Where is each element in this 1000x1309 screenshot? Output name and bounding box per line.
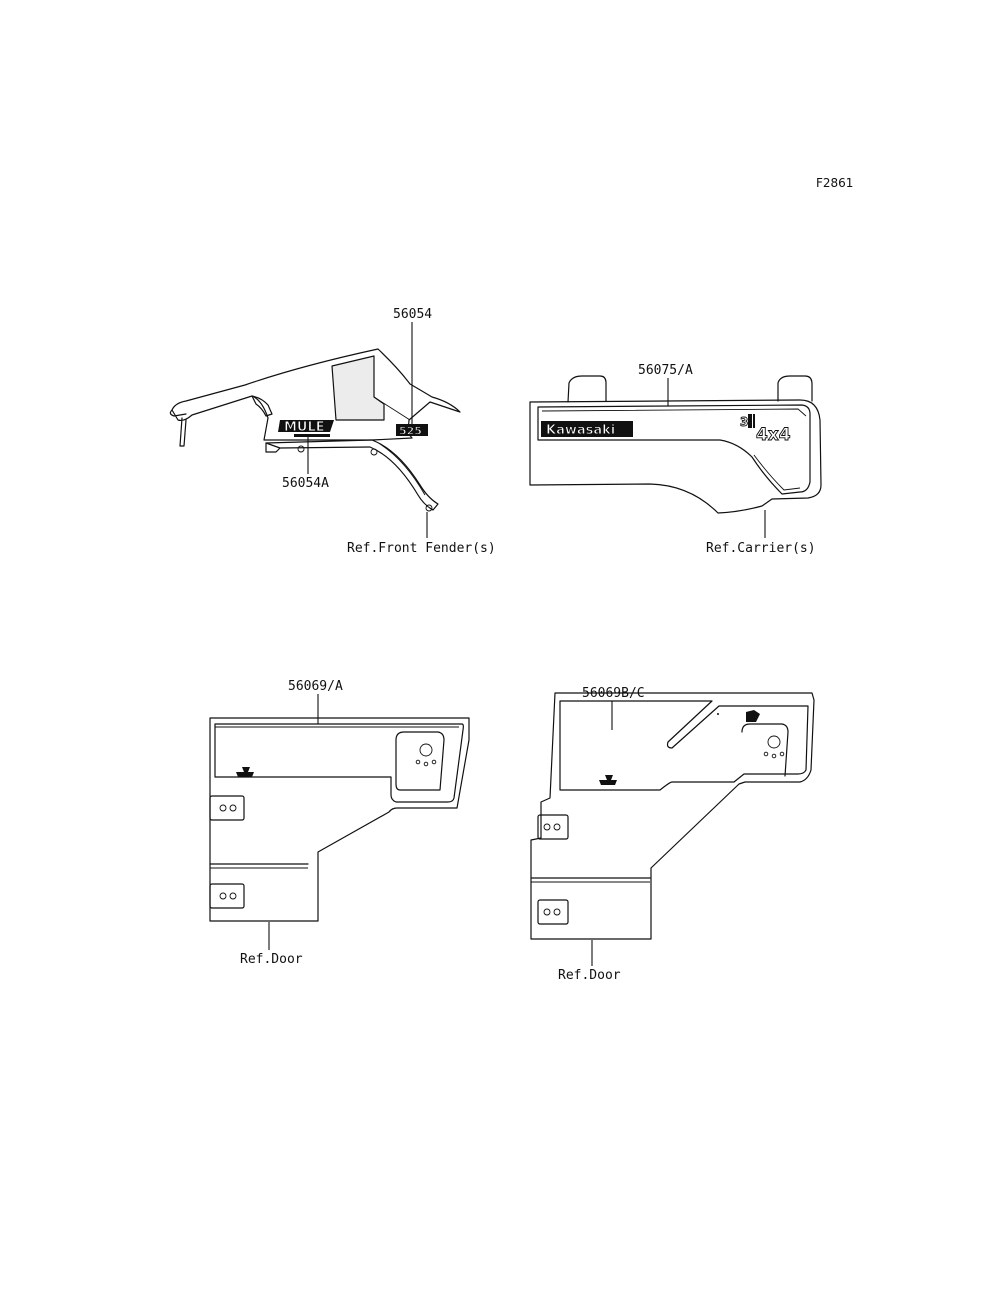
figure-code: F2861 [816, 176, 853, 190]
carrier-outline [529, 399, 822, 514]
label-56054A: 56054A [282, 476, 329, 491]
svg-text:3: 3 [740, 415, 748, 429]
kawasaki-logo: Kawasaki [541, 421, 633, 438]
label-ref-door-right: Ref.Door [558, 968, 621, 983]
label-ref-carrier: Ref.Carrier(s) [706, 541, 816, 556]
label-56054: 56054 [393, 307, 432, 322]
4x4-logo: 3 4x4 [740, 414, 791, 445]
left-door-decal-56069 [214, 723, 464, 803]
left-door-outline [209, 717, 470, 922]
label-ref-front-fender: Ref.Front Fender(s) [347, 541, 496, 556]
fender-outline [171, 348, 461, 441]
carrier-drawing: Kawasaki 3 4x4 [529, 375, 822, 514]
carrier-decal-56075 [537, 404, 811, 495]
svg-text:525: 525 [399, 425, 422, 438]
label-ref-door-left: Ref.Door [240, 952, 303, 967]
svg-text:Kawasaki: Kawasaki [546, 423, 615, 438]
left-door-drawing [209, 717, 470, 922]
right-door-decal-56069 [559, 700, 809, 791]
mule-emblem: MULE [278, 420, 334, 437]
front-fender-drawing: MULE 525 [169, 348, 461, 512]
fender-decal-56054 [332, 356, 384, 420]
label-56075A: 56075/A [638, 363, 693, 378]
label-56069BC: 56069B/C [582, 686, 645, 701]
svg-text:MULE: MULE [284, 420, 325, 435]
right-door-drawing [530, 692, 815, 940]
right-door-outline [530, 692, 815, 940]
model-525-emblem: 525 [396, 424, 428, 438]
svg-text:4x4: 4x4 [756, 425, 791, 445]
label-56069A: 56069/A [288, 679, 343, 694]
